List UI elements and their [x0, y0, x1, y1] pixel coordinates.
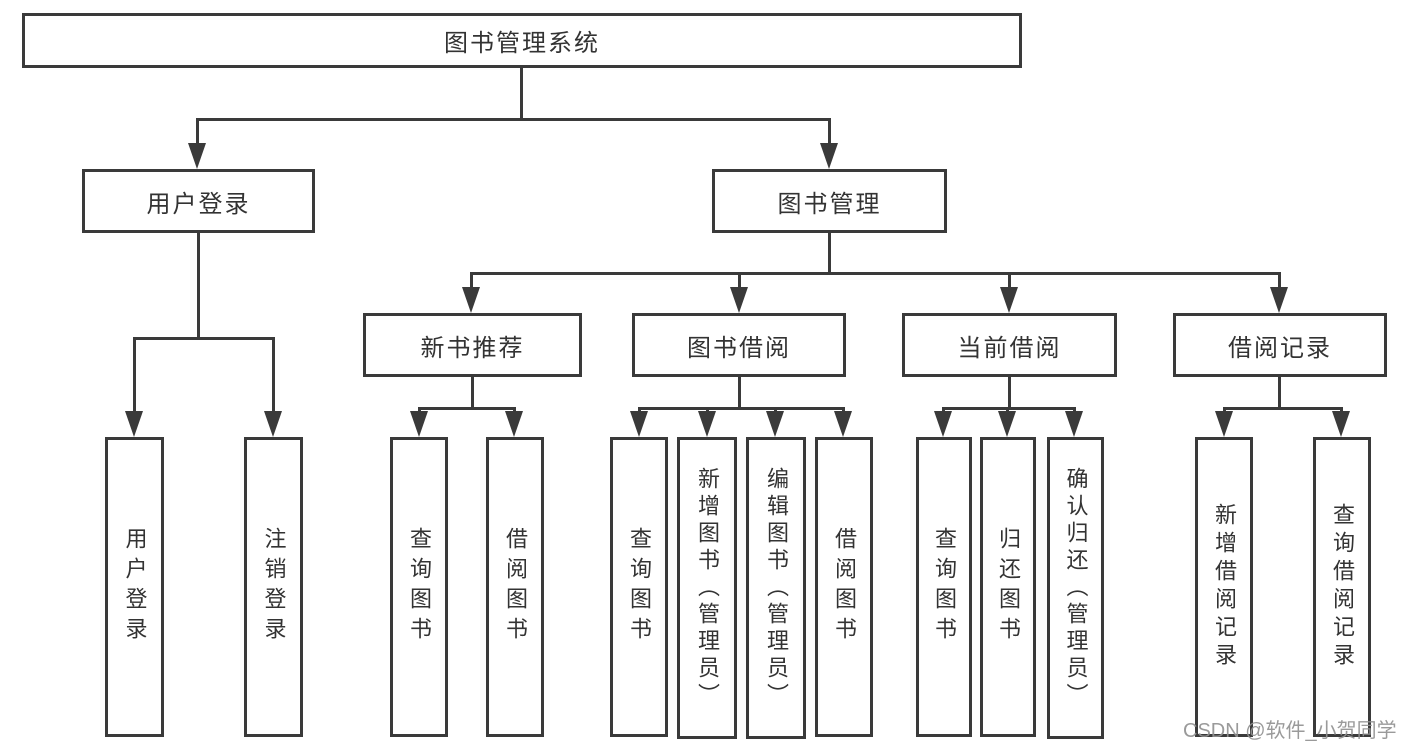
- connector-drop-section: [1008, 272, 1011, 290]
- connector-root-stem: [520, 68, 523, 118]
- arrow-head: [410, 411, 428, 437]
- arrow-head: [730, 287, 748, 313]
- node-current-borrow-label: 当前借阅: [957, 334, 1062, 362]
- csdn-watermark: CSDN @软件_小贺同学: [1183, 720, 1397, 742]
- arrow-head: [505, 411, 523, 437]
- leaf-label: 查询图书: [932, 527, 957, 647]
- arrow-head: [264, 411, 282, 437]
- leaf-add-borrow-record: 新增借阅记录: [1195, 437, 1253, 737]
- connector-drop-leaf: [272, 337, 275, 413]
- arrow-head: [1000, 287, 1018, 313]
- arrow-head: [188, 143, 206, 169]
- node-root-label: 图书管理系统: [444, 30, 600, 57]
- leaf-return-books: 归还图书: [980, 437, 1036, 737]
- node-user-login: 用户登录: [82, 169, 315, 233]
- arrow-head: [766, 411, 784, 437]
- arrow-head: [1270, 287, 1288, 313]
- leaf-label: 查询图书: [407, 527, 432, 647]
- connector-drop-user-login: [196, 118, 199, 148]
- leaf-logout-label: 注销登录: [261, 527, 287, 647]
- leaf-label: 新增借阅记录: [1212, 503, 1237, 671]
- arrow-head: [1065, 411, 1083, 437]
- node-book-mgmt: 图书管理: [712, 169, 947, 233]
- arrow-head: [934, 411, 952, 437]
- connector-user-stem: [197, 233, 200, 337]
- arrow-head: [1215, 411, 1233, 437]
- node-borrow-records: 借阅记录: [1173, 313, 1387, 377]
- node-root: 图书管理系统: [22, 13, 1022, 68]
- arrow-head: [998, 411, 1016, 437]
- arrow-head: [698, 411, 716, 437]
- connector-sec1-branch: [638, 407, 845, 410]
- leaf-query-books-2: 查询图书: [610, 437, 668, 737]
- arrow-head: [125, 411, 143, 437]
- arrow-head: [462, 287, 480, 313]
- connector-drop-section: [470, 272, 473, 290]
- node-borrow-records-label: 借阅记录: [1228, 334, 1332, 362]
- connector-sec3-branch: [1223, 407, 1343, 410]
- node-book-borrow-label: 图书借阅: [687, 334, 791, 362]
- leaf-label: 编辑图书（管理员）: [764, 466, 789, 710]
- leaf-user-login-label: 用户登录: [122, 527, 148, 647]
- arrow-head: [834, 411, 852, 437]
- leaf-add-books-admin: 新增图书（管理员）: [677, 437, 737, 739]
- connector-drop-book-mgmt: [828, 118, 831, 148]
- connector-mgmt-branch: [471, 272, 1281, 275]
- connector-sec0-stem: [471, 377, 474, 407]
- arrow-head: [820, 143, 838, 169]
- connector-drop-section: [1278, 272, 1281, 290]
- node-new-book-rec-label: 新书推荐: [420, 334, 525, 362]
- connector-drop-leaf: [133, 337, 136, 413]
- leaf-borrow-books-1: 借阅图书: [486, 437, 544, 737]
- connector-sec1-stem: [738, 377, 741, 407]
- leaf-logout: 注销登录: [244, 437, 303, 737]
- leaf-query-borrow-record: 查询借阅记录: [1313, 437, 1371, 737]
- leaf-borrow-books-2: 借阅图书: [815, 437, 873, 737]
- connector-sec0-branch: [418, 407, 516, 410]
- arrow-head: [630, 411, 648, 437]
- node-book-mgmt-label: 图书管理: [777, 190, 882, 218]
- node-book-borrow: 图书借阅: [632, 313, 846, 377]
- leaf-query-books-1: 查询图书: [390, 437, 448, 737]
- leaf-confirm-return-admin: 确认归还（管理员）: [1047, 437, 1104, 739]
- leaf-label: 确认归还（管理员）: [1063, 466, 1089, 710]
- leaf-label: 借阅图书: [832, 527, 857, 647]
- node-user-login-label: 用户登录: [146, 190, 251, 218]
- arrow-head: [1332, 411, 1350, 437]
- leaf-label: 借阅图书: [503, 527, 528, 647]
- leaf-label: 查询图书: [627, 527, 652, 647]
- connector-root-branch: [196, 118, 831, 121]
- node-new-book-rec: 新书推荐: [363, 313, 582, 377]
- connector-drop-section: [738, 272, 741, 290]
- leaf-label: 归还图书: [996, 527, 1021, 647]
- leaf-edit-books-admin: 编辑图书（管理员）: [746, 437, 806, 739]
- connector-user-branch: [133, 337, 275, 340]
- node-current-borrow: 当前借阅: [902, 313, 1117, 377]
- leaf-label: 查询借阅记录: [1330, 503, 1355, 671]
- connector-mgmt-stem: [828, 233, 831, 272]
- leaf-query-books-3: 查询图书: [916, 437, 972, 737]
- leaf-user-login: 用户登录: [105, 437, 164, 737]
- leaf-label: 新增图书（管理员）: [695, 466, 720, 710]
- connector-sec3-stem: [1278, 377, 1281, 407]
- connector-sec2-stem: [1008, 377, 1011, 407]
